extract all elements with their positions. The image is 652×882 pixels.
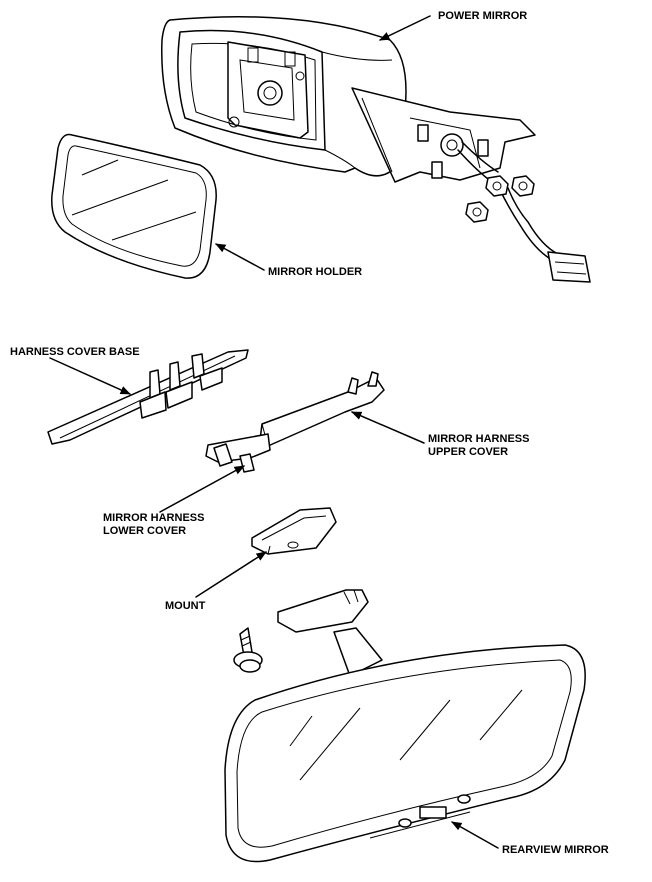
mount-illustration [251, 507, 337, 555]
leader-lines [49, 15, 499, 849]
harness-upper-cover-illustration [259, 371, 385, 447]
nut-icon [485, 175, 509, 197]
screw-icon [233, 627, 263, 673]
power-mirror-illustration [161, 15, 591, 283]
mirror-holder-illustration [51, 133, 217, 279]
nut-icon [465, 201, 489, 223]
harness-cover-base-label: HARNESS COVER BASE [10, 346, 140, 358]
rearview-mirror-illustration [224, 589, 586, 863]
lower-cover-label-line1: MIRROR HARNESS [103, 512, 204, 524]
mirror-holder-label: MIRROR HOLDER [268, 266, 362, 278]
upper-cover-label-line2: UPPER COVER [428, 446, 508, 458]
harness-lower-cover-illustration [205, 433, 271, 473]
upper-cover-label-line1: MIRROR HARNESS [428, 433, 529, 445]
lower-cover-label-line2: LOWER COVER [103, 525, 186, 537]
mount-label: MOUNT [165, 600, 206, 612]
power-mirror-label: POWER MIRROR [438, 10, 527, 22]
nut-icon [511, 175, 535, 197]
rearview-mirror-label: REARVIEW MIRROR [502, 844, 609, 856]
harness-cover-base-illustration [47, 349, 249, 445]
